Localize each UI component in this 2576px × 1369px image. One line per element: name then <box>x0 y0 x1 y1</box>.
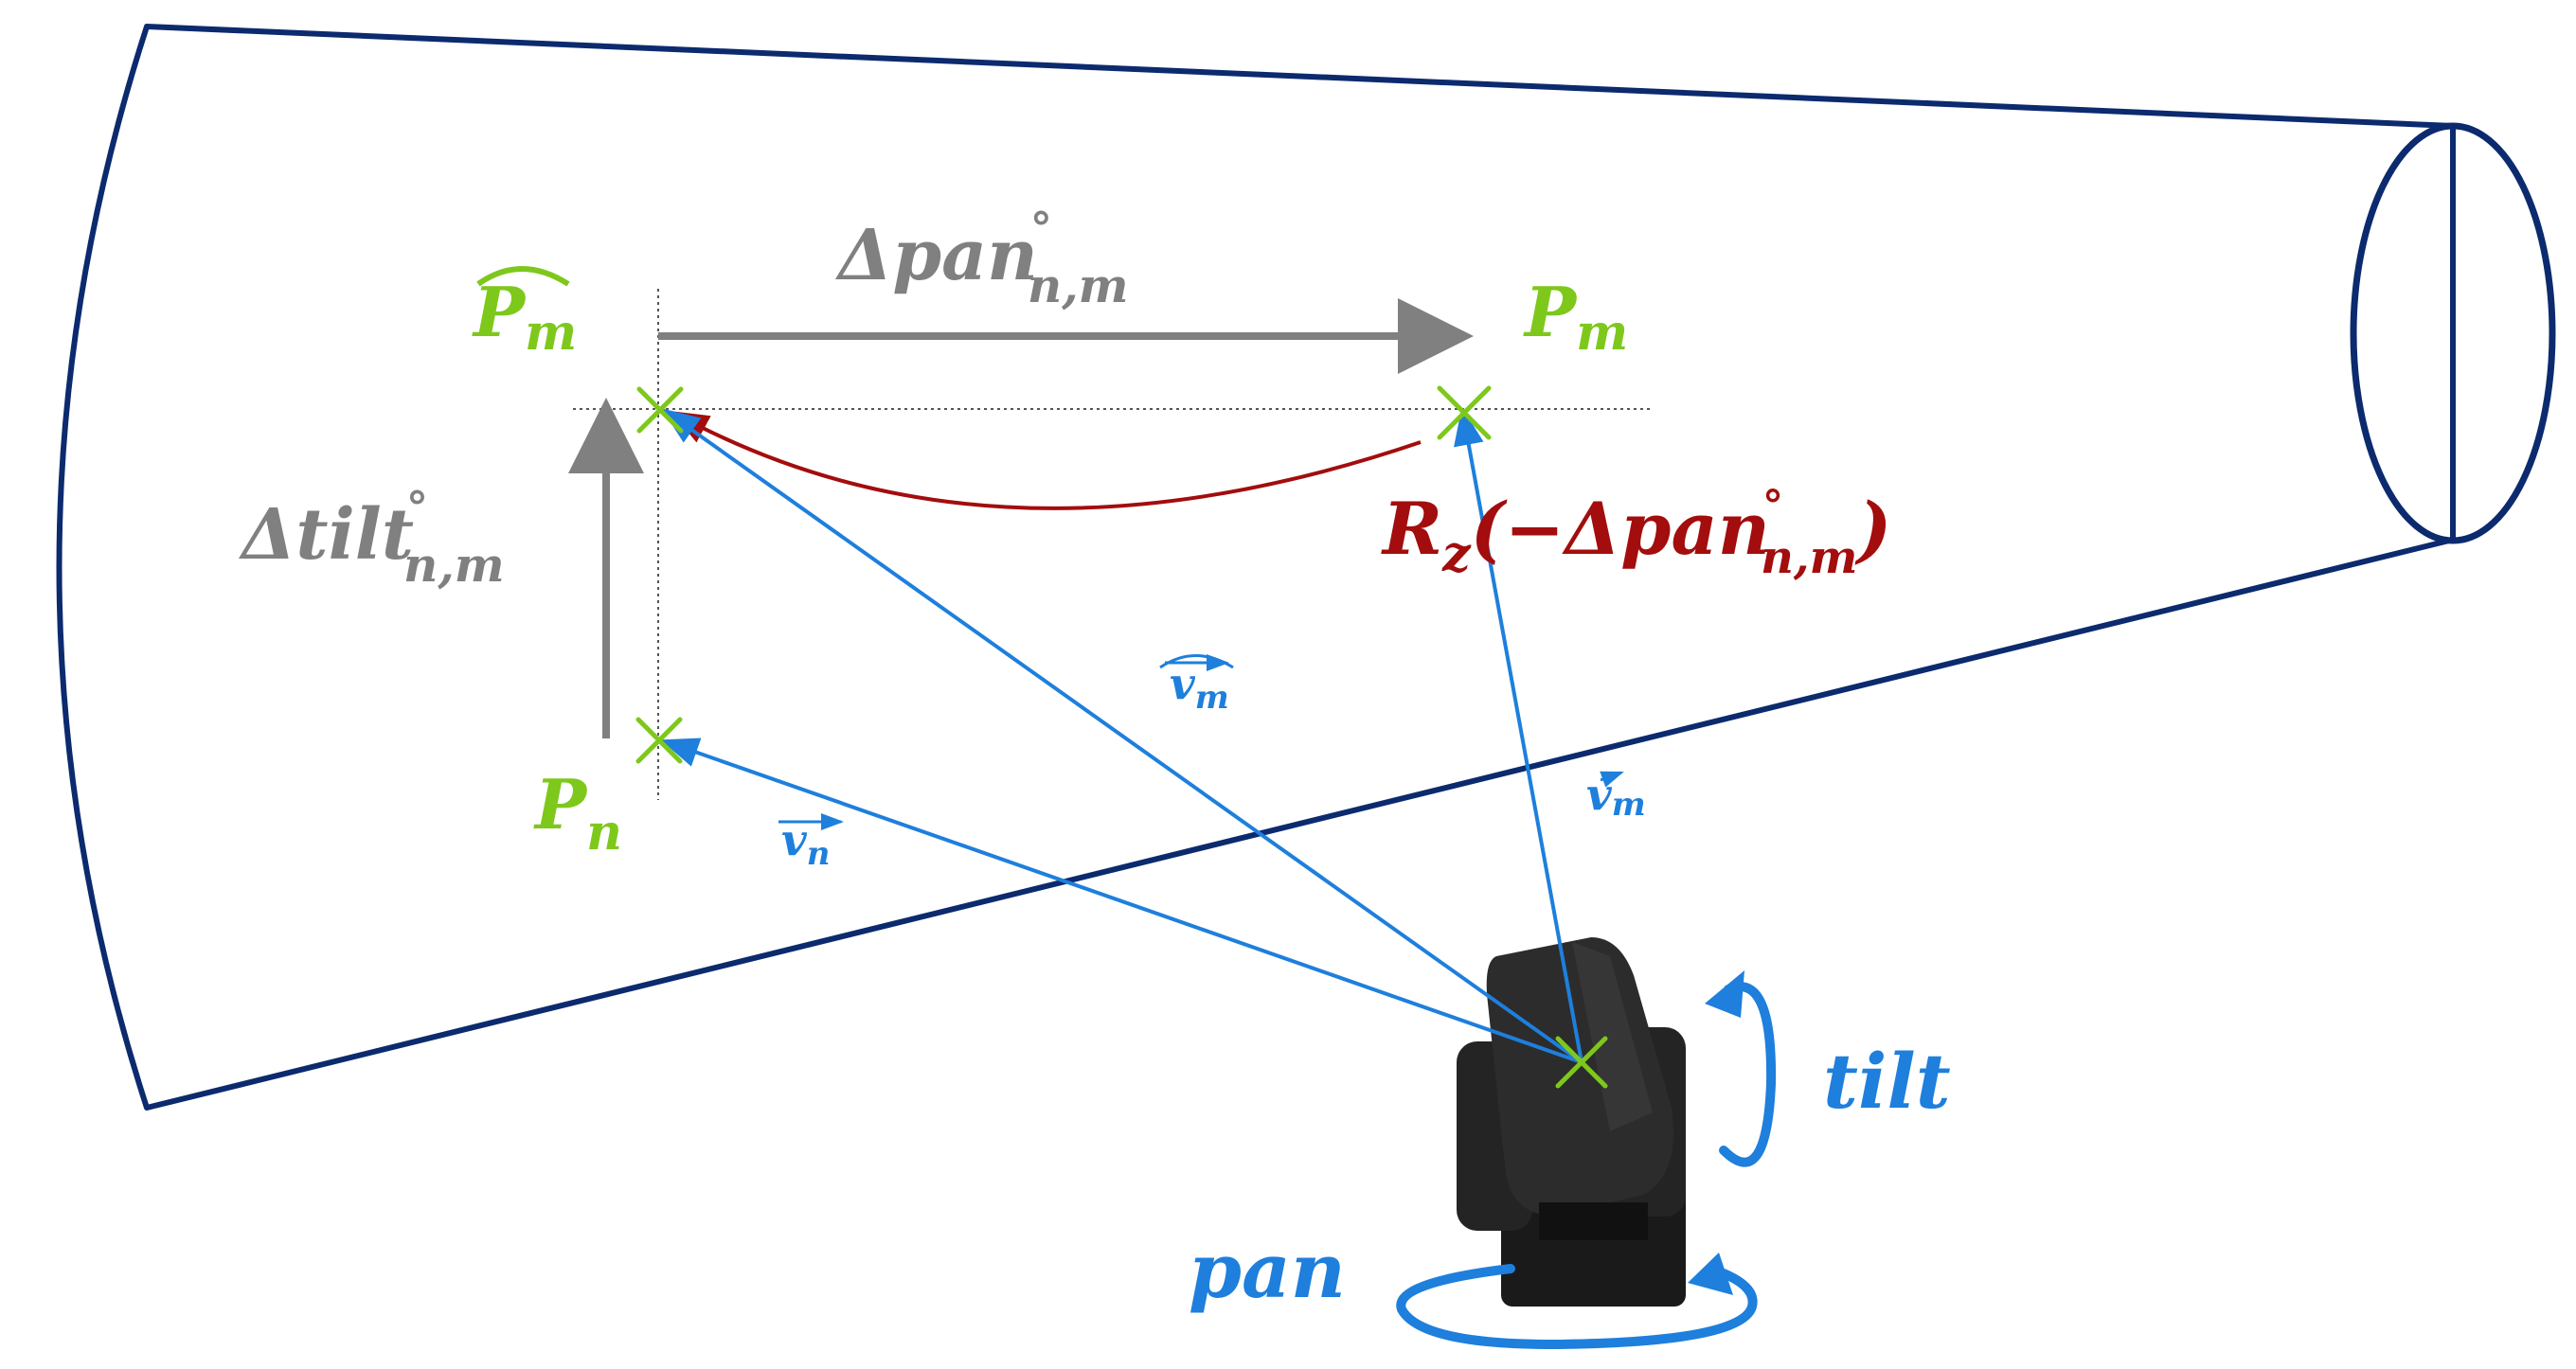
rotation-curve <box>670 411 1422 510</box>
tilt-arrowhead <box>1705 970 1744 1018</box>
vector-v-n-line <box>660 738 1583 1064</box>
label-p-m-hat: Pm <box>472 266 577 362</box>
svg-text:vm: vm <box>1586 769 1646 824</box>
vector-v-m-hat-line <box>661 408 1583 1064</box>
point-p-m-hat-marker <box>636 386 684 434</box>
label-delta-pan: Δpan°n,m <box>834 203 1129 313</box>
label-v-n: vn <box>778 813 844 873</box>
frustum-outline <box>56 24 2456 1111</box>
point-p-n-marker <box>635 717 683 764</box>
svg-text:Pm: Pm <box>472 272 577 362</box>
pan-arrowhead <box>1688 1253 1733 1295</box>
guide-lines <box>573 289 1653 800</box>
svg-text:vm: vm <box>1170 658 1229 717</box>
point-p-m-marker <box>1437 385 1492 440</box>
label-rotation: Rz(−Δpan°n,m) <box>1381 482 1891 584</box>
label-delta-tilt: Δtilt°n,m <box>238 482 505 593</box>
label-p-m: Pm <box>1523 272 1628 362</box>
hat-accent <box>476 266 570 287</box>
label-v-m: vm <box>1586 769 1646 824</box>
vector-v-m-line <box>1454 407 1583 1063</box>
label-tilt: tilt <box>1823 1037 1951 1126</box>
field-of-view-frustum <box>56 24 2556 1111</box>
camera-head-highlight <box>1572 942 1653 1131</box>
camera-stand <box>1539 1202 1648 1240</box>
tilt-rotation-arrow <box>1719 982 1777 1167</box>
view-vectors <box>660 407 1583 1064</box>
pan-tilt-camera <box>1457 937 1686 1307</box>
label-p-n: Pn <box>533 764 622 862</box>
camera-center-marker <box>1555 1036 1608 1089</box>
frustum-far-end-ellipse <box>2350 122 2556 544</box>
pan-rotation-arrow <box>1396 1264 1758 1350</box>
label-v-m-hat: vm <box>1159 654 1234 717</box>
label-pan: pan <box>1189 1226 1346 1315</box>
point-markers <box>635 385 1608 1089</box>
camera-head <box>1486 937 1673 1216</box>
